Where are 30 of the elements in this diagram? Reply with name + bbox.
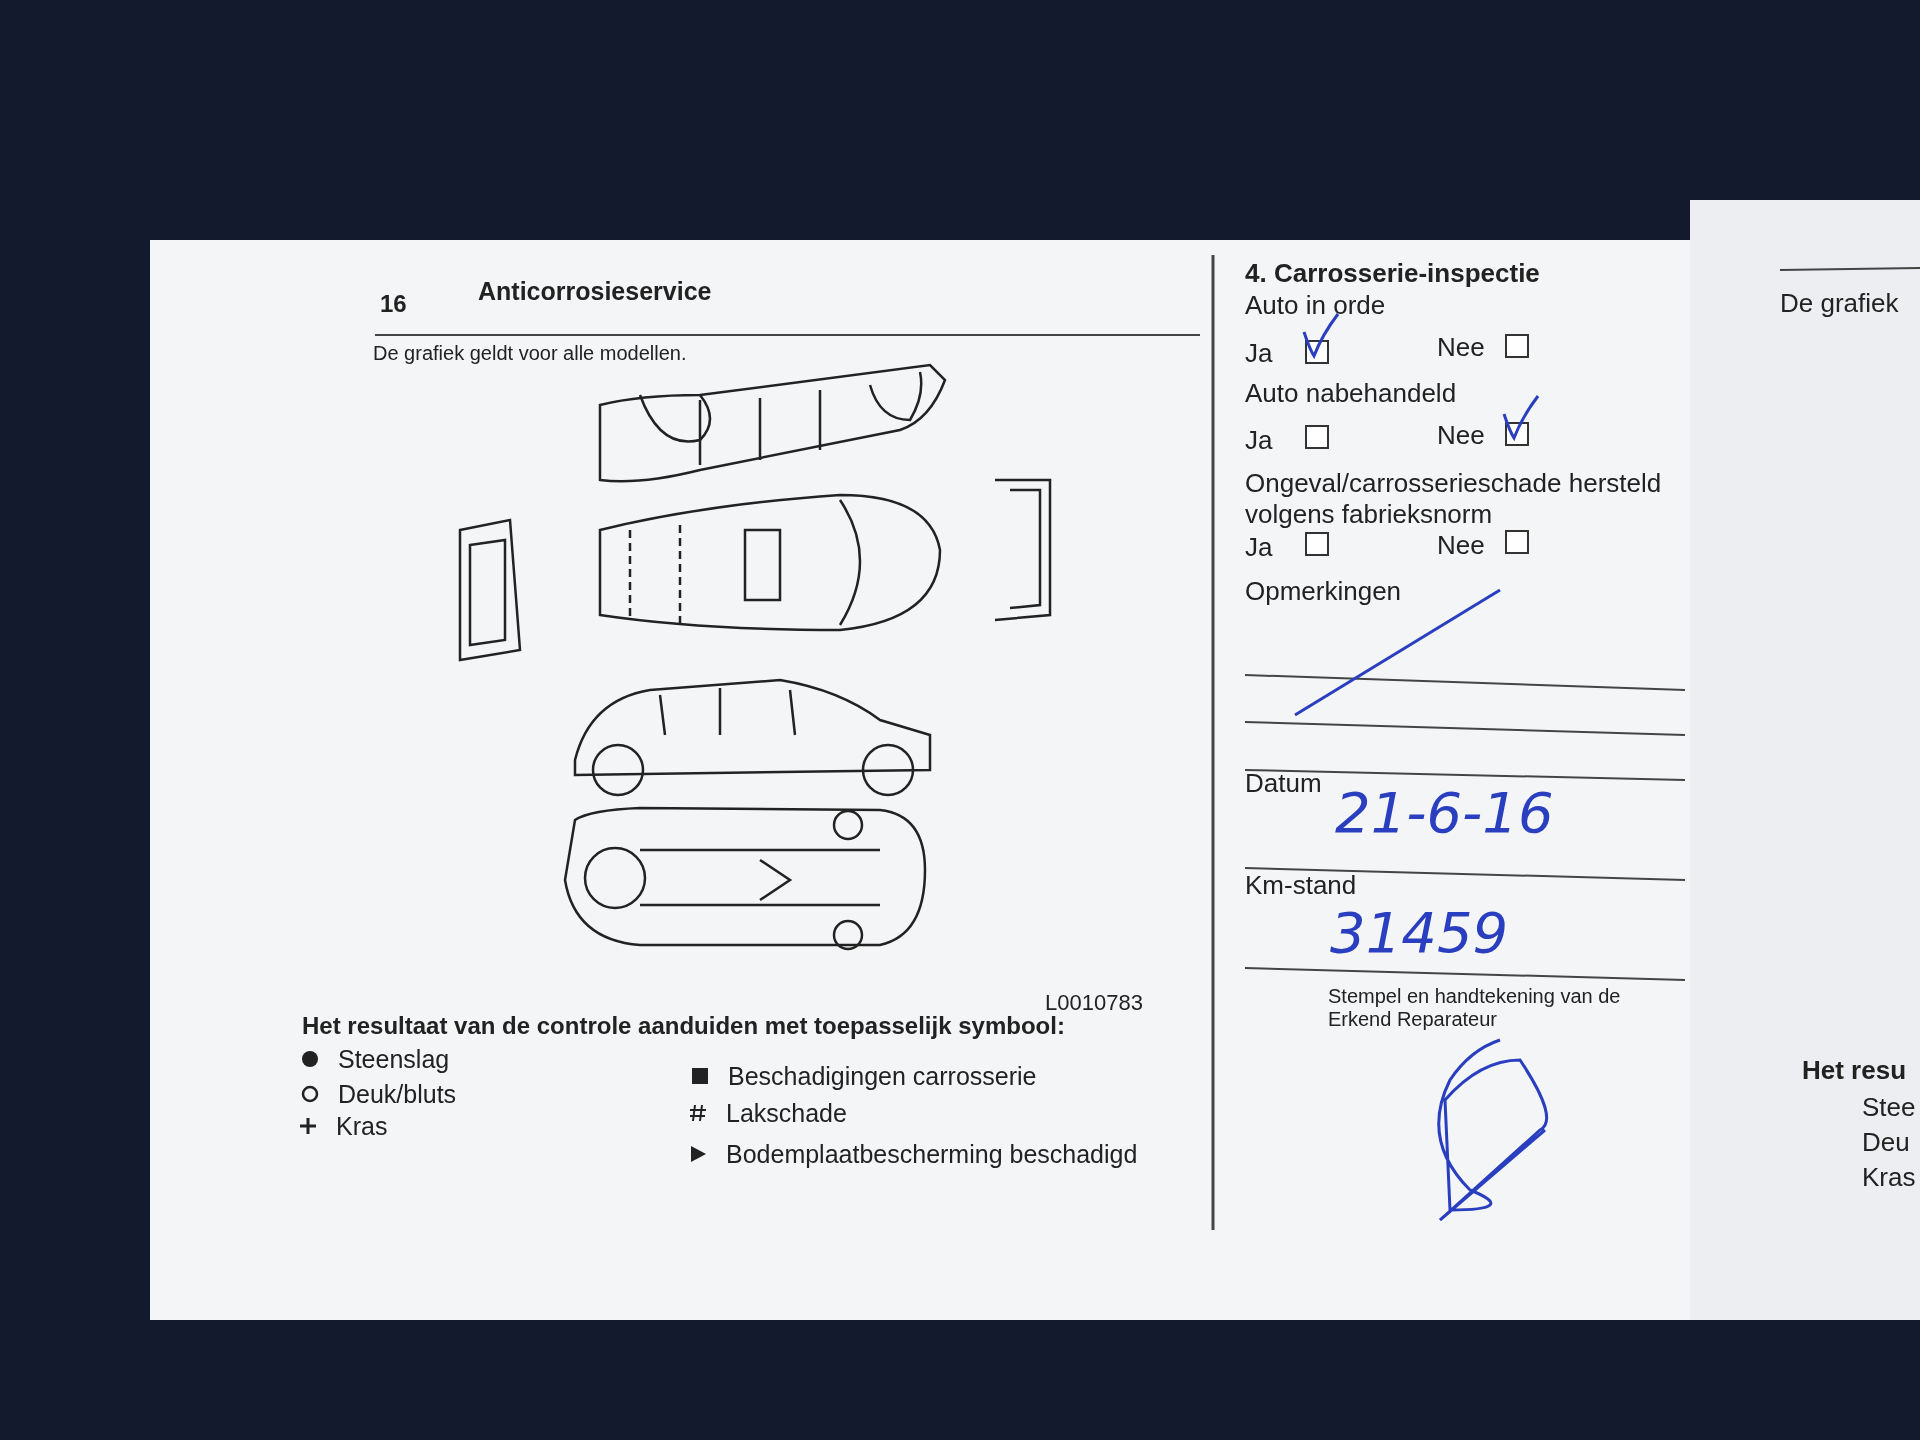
field-label: Auto in orde [1245, 290, 1386, 321]
option-label: Ja [1245, 532, 1273, 563]
field-label: Ongeval/carrosserieschade hersteld volgens fabrieksnorm [1245, 468, 1663, 530]
option-label: Ja [1245, 425, 1273, 456]
legend-text: Lakschade [726, 1099, 847, 1128]
intro-text: De grafiek [1780, 288, 1899, 319]
instruction-text: Het resu [1802, 1055, 1907, 1086]
option-label: Ja [1245, 338, 1273, 369]
legend-text: Kras [336, 1112, 388, 1141]
handwritten-date: 21-6-16 [1335, 780, 1554, 845]
page-title: Anticorrosieservice [478, 277, 712, 306]
legend-text: Kras [1862, 1162, 1916, 1193]
legend-text: Bodemplaatbescherming beschadigd [726, 1140, 1138, 1169]
stamp-caption: Stempel en handtekening van de Erkend Reparateur [1328, 985, 1622, 1031]
field-label: Opmerkingen [1245, 576, 1402, 607]
handwritten-mileage: 31459 [1330, 900, 1509, 965]
legend-text: Beschadigingen carrosserie [728, 1062, 1037, 1091]
field-label: Datum [1245, 768, 1322, 799]
option-label: Nee [1437, 332, 1485, 363]
legend-text: Steenslag [338, 1045, 450, 1074]
option-label: Nee [1437, 530, 1485, 561]
option-label: Nee [1437, 420, 1485, 451]
field-label: Auto nabehandeld [1245, 378, 1457, 409]
field-label: Km-stand [1245, 870, 1357, 901]
section-heading: 4. Carrosserie-inspectie [1245, 258, 1540, 289]
legend-text: Deu [1862, 1127, 1910, 1158]
page-number: 16 [380, 290, 407, 318]
legend-text: Deuk/bluts [338, 1080, 457, 1109]
intro-text: De grafiek geldt voor alle modellen. [373, 342, 687, 365]
legend-text: Stee [1862, 1092, 1916, 1123]
